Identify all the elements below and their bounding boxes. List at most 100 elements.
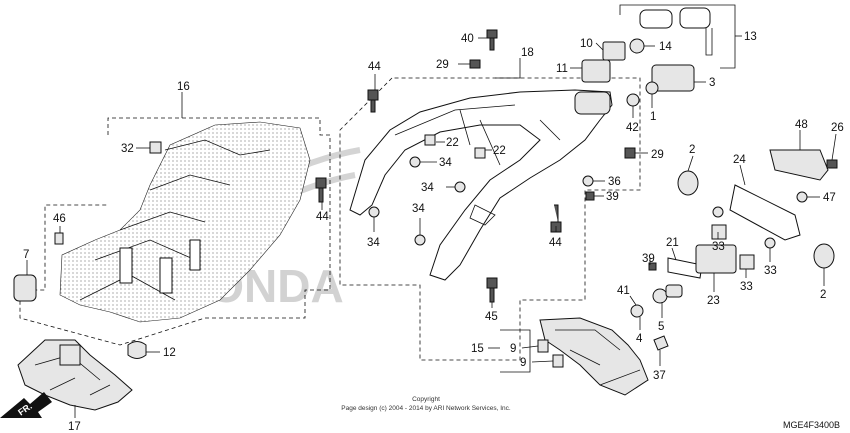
callout-22-b: 22 bbox=[493, 145, 506, 157]
drawing-code: MGE4F3400B bbox=[783, 420, 840, 430]
lock-cylinder bbox=[639, 9, 673, 29]
callout-21: 21 bbox=[666, 237, 679, 249]
cover-3 bbox=[651, 64, 695, 92]
callout-34-d: 34 bbox=[412, 203, 425, 215]
callout-9-b: 9 bbox=[520, 357, 526, 369]
callout-22-a: 22 bbox=[446, 137, 459, 149]
bolt-45 bbox=[486, 277, 498, 303]
collar-47 bbox=[796, 191, 808, 203]
callout-39-b: 39 bbox=[642, 253, 655, 265]
splash-guard-17 bbox=[17, 339, 133, 411]
bracket-48 bbox=[769, 149, 829, 181]
collar-22-b bbox=[474, 147, 486, 159]
callout-37: 37 bbox=[653, 370, 666, 382]
callout-12: 12 bbox=[163, 347, 176, 359]
callout-46: 46 bbox=[53, 213, 66, 225]
callout-29-a: 29 bbox=[436, 59, 449, 71]
copyright-line-2: Page design (c) 2004 - 2014 by ARI Netwo… bbox=[341, 405, 511, 412]
callout-9-a: 9 bbox=[510, 343, 516, 355]
callout-1: 1 bbox=[650, 111, 656, 123]
washer-14 bbox=[629, 38, 645, 54]
callout-26: 26 bbox=[831, 122, 844, 134]
screw-39-a bbox=[585, 191, 595, 201]
callout-45: 45 bbox=[485, 311, 498, 323]
bolt-44-a bbox=[315, 177, 327, 203]
callout-42: 42 bbox=[626, 122, 639, 134]
nut-42 bbox=[626, 93, 640, 107]
bracket-11 bbox=[581, 59, 611, 83]
stay-24 bbox=[729, 184, 801, 241]
callout-4: 4 bbox=[636, 333, 643, 345]
bolt-40 bbox=[486, 29, 498, 51]
collar-22-a bbox=[424, 134, 436, 146]
license-light-23 bbox=[695, 244, 737, 274]
callout-44-c: 44 bbox=[549, 237, 562, 249]
grommet-34-b bbox=[454, 181, 466, 193]
grommet-34-d bbox=[414, 234, 426, 246]
leader-lines bbox=[26, 37, 837, 418]
callout-11: 11 bbox=[556, 63, 568, 75]
bracket-21 bbox=[667, 257, 703, 279]
washer-36 bbox=[582, 175, 594, 187]
nut-46 bbox=[54, 232, 64, 245]
bulb-37 bbox=[653, 335, 669, 351]
group-box-16 bbox=[19, 117, 331, 346]
frame-end bbox=[574, 91, 611, 115]
hugger-mudguard bbox=[539, 317, 649, 396]
callout-2-b: 2 bbox=[820, 289, 826, 301]
callout-36: 36 bbox=[608, 176, 621, 188]
nut-33-b bbox=[711, 224, 727, 240]
reflector-2-b bbox=[813, 243, 835, 269]
callout-41: 41 bbox=[617, 285, 630, 297]
rear-frame bbox=[349, 89, 613, 281]
bolt-44-b bbox=[367, 89, 379, 113]
callout-44-b: 44 bbox=[368, 61, 381, 73]
cushion-12 bbox=[127, 341, 147, 359]
callout-10: 10 bbox=[580, 38, 593, 50]
callout-7: 7 bbox=[23, 249, 29, 261]
nut-33-d bbox=[739, 254, 755, 270]
fender-rib-c bbox=[189, 239, 201, 271]
callout-33-b: 33 bbox=[764, 265, 777, 277]
mudguard-group bbox=[537, 317, 649, 396]
front-direction-arrow: FR. bbox=[0, 392, 52, 418]
nut-33-a bbox=[712, 206, 724, 218]
clip-32 bbox=[149, 141, 162, 154]
fender-rib-b bbox=[159, 257, 173, 294]
callout-33-a: 33 bbox=[712, 241, 725, 253]
group-bracket-13 bbox=[619, 4, 736, 69]
plate-10 bbox=[602, 41, 626, 61]
reflector-bracket-group bbox=[677, 149, 838, 270]
callout-34-a: 34 bbox=[439, 157, 452, 169]
screw-39-b bbox=[648, 262, 657, 271]
callout-44-a: 44 bbox=[316, 211, 329, 223]
nut-41 bbox=[630, 304, 644, 318]
callout-32: 32 bbox=[121, 143, 134, 155]
nut-33-c bbox=[764, 237, 776, 249]
callout-labels: 16 32 46 7 12 17 44 44 29 40 18 10 14 13… bbox=[23, 31, 844, 433]
cushion-7 bbox=[13, 274, 37, 302]
callout-16: 16 bbox=[177, 81, 190, 93]
lock-cylinder-b bbox=[679, 7, 711, 29]
bolt-29-b bbox=[624, 147, 636, 159]
callout-40: 40 bbox=[461, 33, 474, 45]
callout-39-a: 39 bbox=[606, 191, 619, 203]
callout-47: 47 bbox=[823, 192, 836, 204]
callout-24: 24 bbox=[733, 154, 746, 166]
grommet-1 bbox=[645, 81, 659, 95]
callout-29-b: 29 bbox=[651, 149, 664, 161]
callout-3: 3 bbox=[709, 77, 715, 89]
callout-34-c: 34 bbox=[367, 237, 380, 249]
callout-5: 5 bbox=[658, 321, 664, 333]
callout-18: 18 bbox=[521, 47, 534, 59]
bolt-29-a bbox=[469, 59, 481, 69]
callout-14: 14 bbox=[659, 41, 672, 53]
grommet-34-a bbox=[409, 156, 421, 168]
callout-13: 13 bbox=[744, 31, 757, 43]
callout-23: 23 bbox=[707, 295, 720, 307]
reflector-2-a bbox=[677, 170, 699, 196]
callout-48: 48 bbox=[795, 119, 808, 131]
license-light-group bbox=[630, 244, 737, 351]
grommet-34-c bbox=[368, 206, 380, 218]
